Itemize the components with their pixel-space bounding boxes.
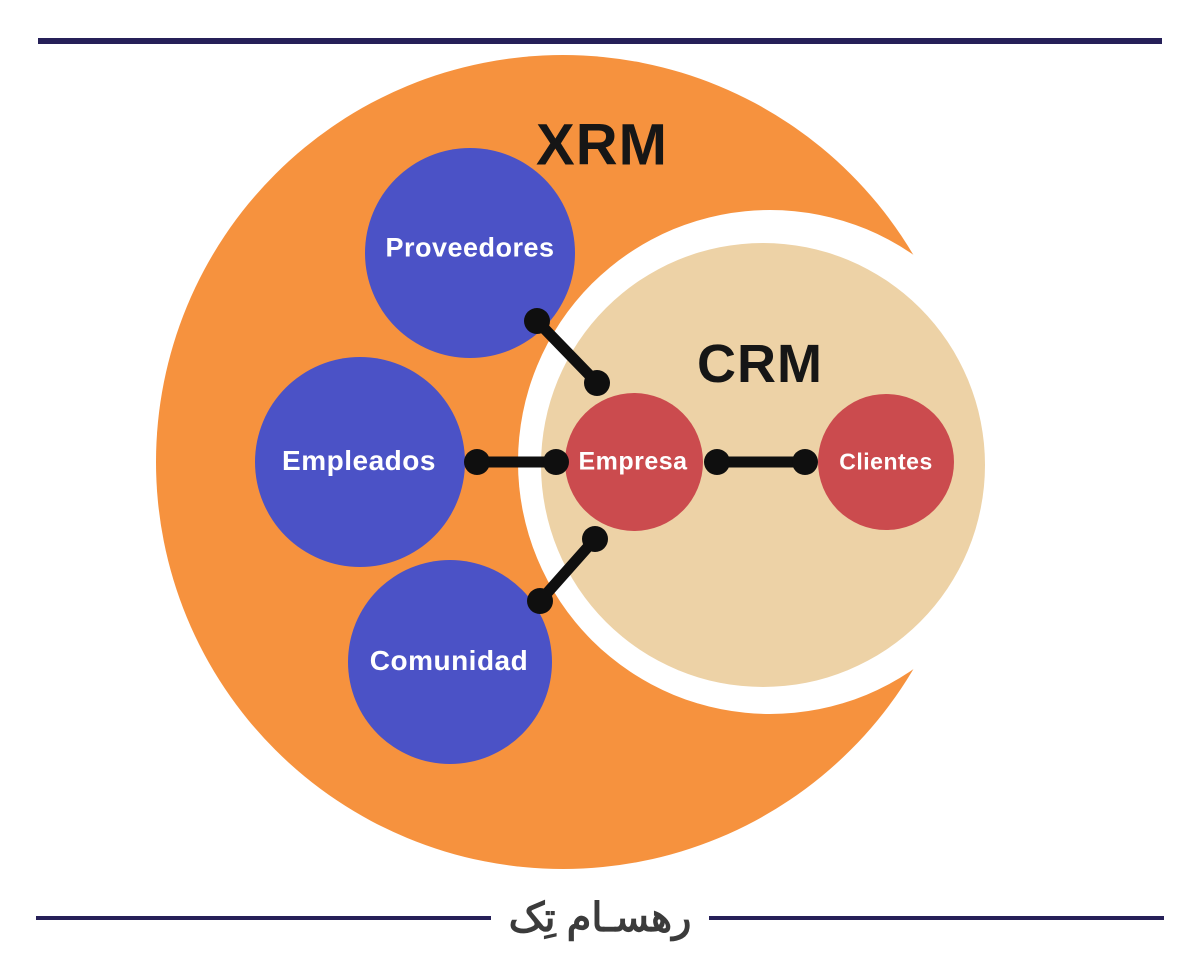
node-clientes-circle [818,394,954,530]
node-proveedores-label: Proveedores [385,232,555,263]
xrm-title: XRM [536,112,668,178]
connector-dot [524,308,550,334]
connector-line [531,315,603,389]
node-empleados-circle [255,357,465,567]
footer: رهسـام تِک [36,892,1164,944]
footer-divider-left [36,916,491,920]
connector-dot [704,449,730,475]
node-proveedores-circle [365,148,575,358]
connector-dot [582,526,608,552]
connector-empleados-empresa [464,449,569,475]
node-comunidad-label: Comunidad [369,645,529,676]
node-empleados-label: Empleados [282,445,436,476]
connector-line [534,533,601,607]
connector-proveedores-empresa [524,308,610,396]
node-clientes-label: Clientes [839,448,933,475]
crm-title: CRM [697,334,823,394]
connector-dot [543,449,569,475]
top-divider-line [38,38,1162,44]
node-comunidad-circle [348,560,552,764]
connector-dot [792,449,818,475]
footer-divider-right [709,916,1164,920]
connector-comunidad-empresa [527,526,608,614]
connector-dot [464,449,490,475]
node-empresa-label: Empresa [578,447,688,476]
brand-logo-text: رهسـام تِک [508,896,692,940]
connector-dot [584,370,610,396]
connector-empresa-clientes [704,449,818,475]
connector-dot [527,588,553,614]
node-empresa-circle [565,393,703,531]
